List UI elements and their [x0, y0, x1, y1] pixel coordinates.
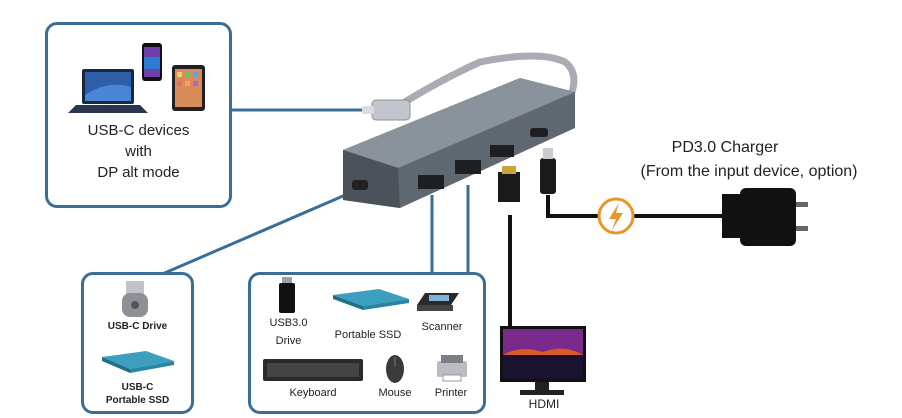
hub-usbc-port [352, 180, 368, 190]
source-line2: with [125, 143, 152, 160]
smartphone-icon [142, 43, 162, 81]
charger-plug-tip [543, 148, 553, 159]
portable-ssd-label: Portable SSD [334, 329, 402, 341]
charger-title: PD3.0 Charger [671, 139, 779, 156]
usba-accessories-box: USB3.0 Drive Portable SSD Scanner Keyboa… [248, 272, 486, 414]
lightning-bolt-icon [597, 197, 635, 235]
mouse-label: Mouse [378, 387, 412, 399]
keyboard-icon [263, 359, 363, 381]
source-devices-illustration [68, 43, 205, 113]
hub-body-front [343, 150, 400, 208]
laptop-icon [68, 69, 148, 113]
tablet-icon [172, 65, 205, 111]
hdmi-plug-tip [502, 166, 516, 174]
scanner-icon [417, 293, 459, 311]
hdmi-label: HDMI [528, 397, 560, 411]
usbc-box-illustration [102, 281, 174, 373]
source-line3: DP alt mode [97, 164, 180, 181]
usb30-label-2: Drive [275, 335, 302, 347]
usbc-accessories-box: USB-C Drive USB-C Portable SSD [81, 272, 194, 414]
hub-cable [393, 52, 578, 111]
hub-hdmi-port [490, 145, 514, 157]
charger-brick-icon [722, 188, 808, 246]
usb30-label-1: USB3.0 [269, 317, 308, 329]
charger-subtitle: (From the input device, option) [640, 163, 858, 180]
portable-ssd-icon [102, 351, 174, 373]
printer-label: Printer [434, 387, 468, 399]
portable-ssd-icon [333, 289, 409, 310]
charger-usbc-plug [540, 158, 556, 194]
charger-cable-a [546, 195, 600, 218]
usbc-link-line [159, 191, 351, 277]
hub-pd-port [530, 128, 548, 137]
usbc-drive-label: USB-C Drive [107, 321, 168, 332]
usb-drive-icon [122, 281, 148, 317]
hub-usba-port-2 [455, 160, 481, 174]
hub-body-top [343, 78, 575, 168]
usb-flash-drive-icon [279, 277, 295, 313]
hdmi-plug [498, 172, 520, 202]
source-line1: USB-C devices [87, 122, 190, 139]
mouse-icon [386, 355, 404, 383]
scanner-label: Scanner [421, 321, 463, 333]
monitor-icon [500, 326, 586, 395]
keyboard-label: Keyboard [289, 387, 337, 399]
hub-usba-port-1 [418, 175, 444, 189]
usba-box-illustration [263, 277, 467, 383]
printer-icon [437, 355, 467, 382]
usbc-ssd-label-1: USB-C [121, 382, 154, 393]
usbc-ssd-label-2: Portable SSD [105, 395, 170, 406]
source-devices-box: USB-C devices with DP alt mode [45, 22, 232, 208]
hub-plug-tip [362, 106, 374, 114]
